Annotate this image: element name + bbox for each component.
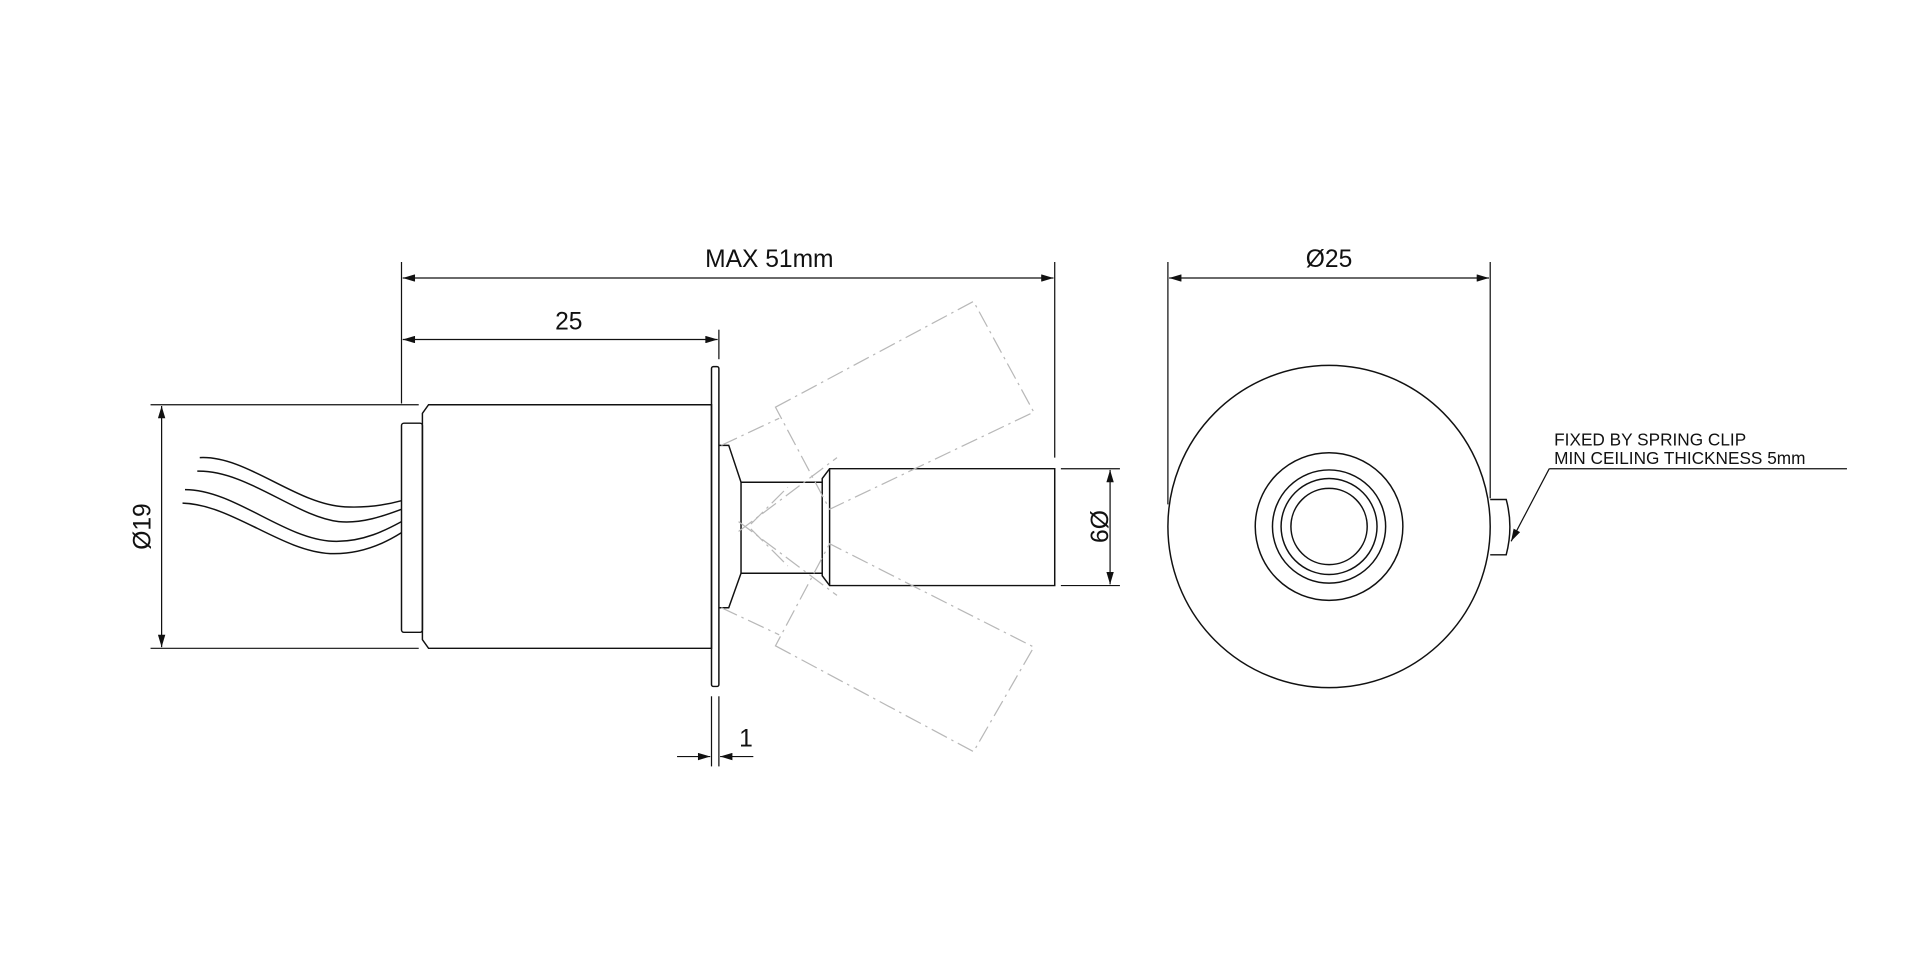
head-diameter-label: Ø9	[1084, 510, 1111, 543]
overall-length-label: MAX 51mm	[705, 246, 833, 273]
head-diameter-dimension: Ø9	[1060, 468, 1120, 587]
side-view: MAX 51mm 25 Ø19	[130, 246, 1120, 767]
front-diameter-label: Ø25	[1306, 246, 1352, 273]
flange-thickness-dimension: 1	[677, 696, 754, 767]
spring-clip	[1490, 498, 1511, 556]
front-diameter-dimension: Ø25	[1167, 246, 1491, 505]
fitting-body	[400, 365, 1056, 688]
note-line-2: MIN CEILING THICKNESS 5mm	[1554, 448, 1805, 468]
spring-clip-note: FIXED BY SPRING CLIP MIN CEILING THICKNE…	[1510, 429, 1847, 542]
wires	[182, 456, 402, 555]
front-view: Ø25 FIXED BY SPRING CLIP MIN CEILING THI…	[1167, 246, 1847, 689]
body-diameter-label: Ø19	[130, 503, 157, 549]
note-line-1: FIXED BY SPRING CLIP	[1554, 429, 1746, 449]
body-diameter-dimension: Ø19	[130, 404, 419, 649]
body-length-label: 25	[555, 309, 582, 336]
tilt-range-ghost	[721, 300, 1035, 753]
trim-circle	[1167, 364, 1491, 689]
body-length-dimension: 25	[402, 309, 720, 360]
overall-length-dimension: MAX 51mm	[400, 246, 1056, 458]
flange-thickness-label: 1	[739, 726, 753, 753]
